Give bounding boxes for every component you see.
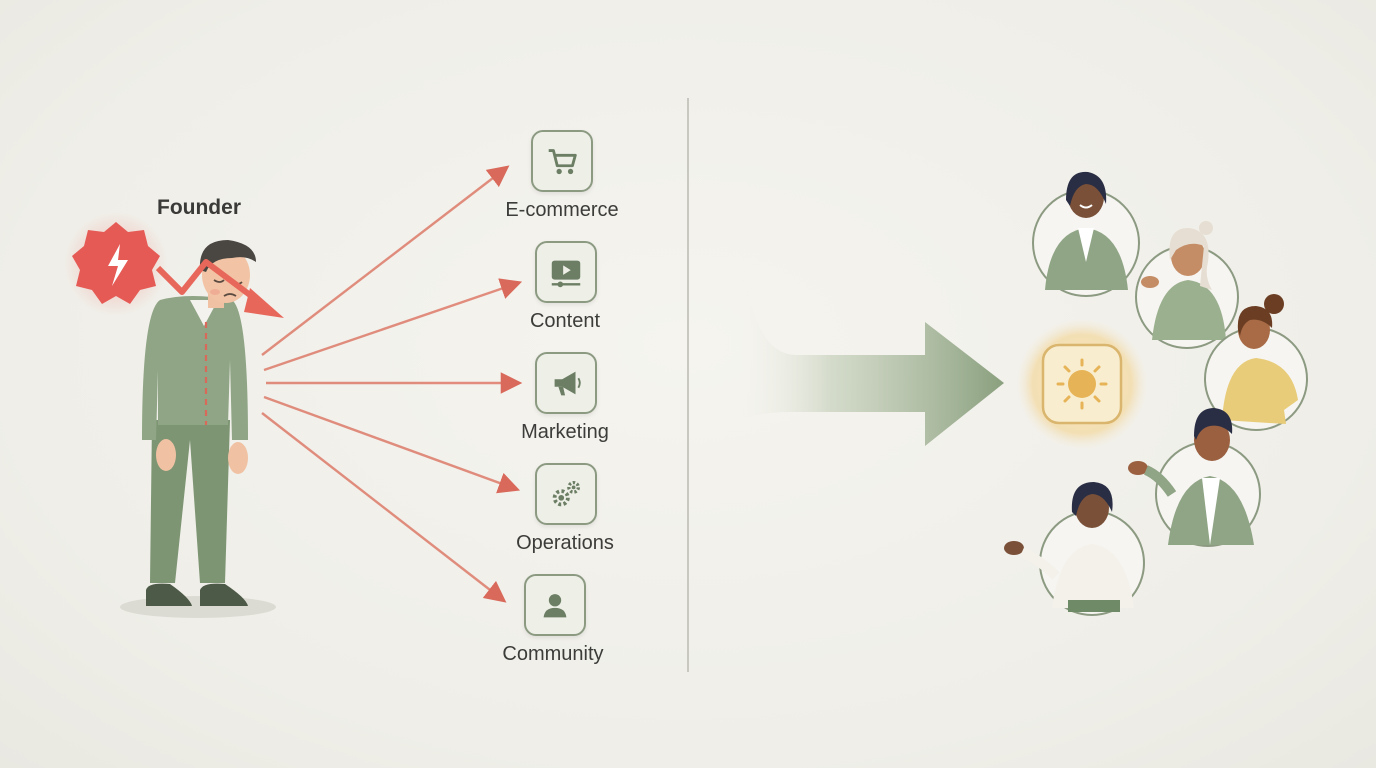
category-label-marketing: Marketing: [521, 421, 609, 443]
operations-box: [535, 463, 597, 525]
team-member-1: [1032, 171, 1140, 297]
section-divider: [687, 98, 689, 672]
transition-arrow: [738, 200, 1004, 446]
megaphone-icon: [554, 371, 581, 396]
arrow-to-community: [261, 412, 507, 603]
team-member-4: [1128, 408, 1261, 547]
video-player-icon: [551, 260, 581, 288]
community-box: [524, 574, 586, 636]
category-label-operations: Operations: [516, 532, 614, 554]
team-member-5: [1004, 482, 1145, 616]
arrow-to-operations: [263, 395, 521, 494]
sun-hub: [1016, 318, 1148, 450]
arrow-to-content: [263, 278, 523, 372]
founder-figure: [120, 240, 276, 618]
ecommerce-box: [531, 130, 593, 192]
team-member-2: [1135, 221, 1239, 349]
category-label-community: Community: [502, 643, 604, 665]
stress-badge: [64, 212, 284, 318]
content-box: [535, 241, 597, 303]
fan-out-arrows: [261, 165, 523, 603]
founder-label: Founder: [157, 196, 241, 219]
marketing-box: [535, 352, 597, 414]
arrow-to-ecommerce: [261, 165, 510, 356]
gears-icon: [552, 480, 581, 507]
category-label-ecommerce: E-commerce: [505, 199, 619, 221]
shopping-cart-icon: [548, 149, 577, 175]
user-icon: [543, 594, 567, 618]
team-member-3: [1204, 294, 1308, 431]
category-label-content: Content: [529, 310, 601, 332]
